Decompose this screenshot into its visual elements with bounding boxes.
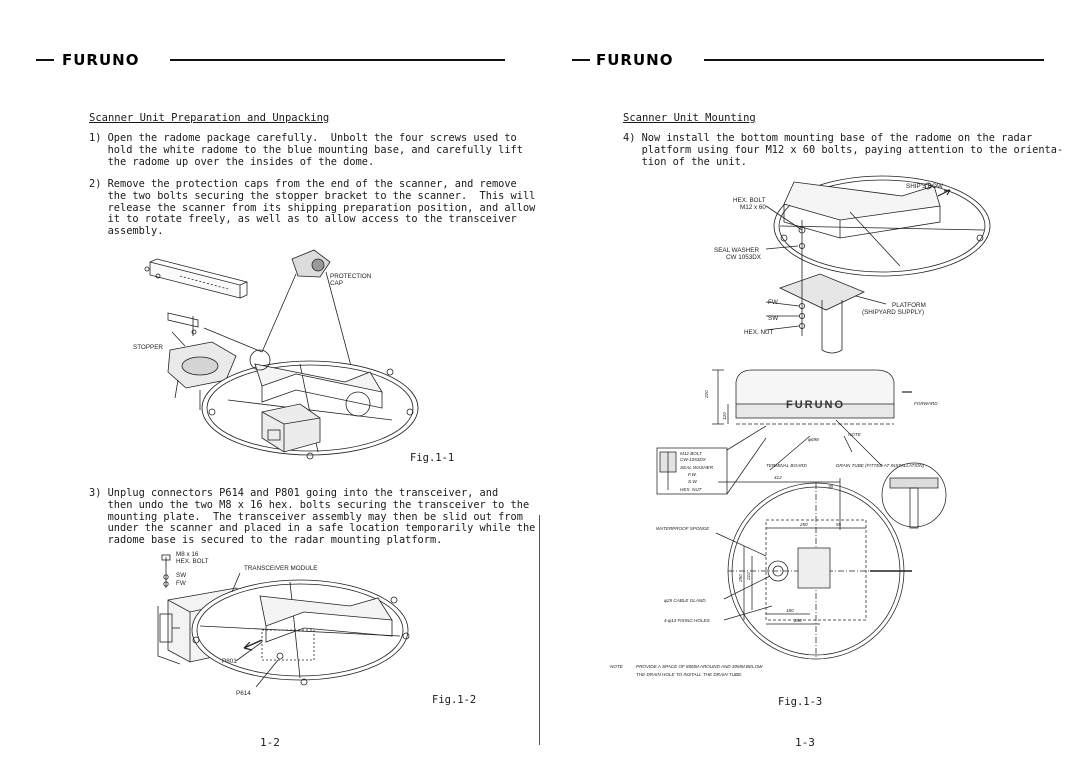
label-terminal-board: TERMINAL BOARD bbox=[766, 463, 807, 468]
furuno-logo-right: FURUNO bbox=[596, 51, 674, 69]
label-cable-gland: φ25 CABLE GLAND bbox=[664, 598, 706, 603]
label-hex-bolt-top: HEX. BOLT bbox=[733, 197, 766, 204]
label-dim-120: 120 bbox=[722, 412, 727, 420]
label-fw: FW bbox=[176, 580, 186, 587]
left-header: FURUNO bbox=[0, 51, 540, 69]
label-sw: SW bbox=[176, 572, 186, 579]
fig-1-2-illustration: M8 x 16 HEX. BOLT SW FW TRANSCEIVER MODU… bbox=[157, 551, 410, 697]
label-note-tag: NOTE bbox=[848, 432, 862, 437]
fig-1-3-dimension-drawing: FURUNO FORWARD NOTE 220 120 φ698 M12 BOL… bbox=[610, 369, 947, 677]
label-dim-250v: 250 bbox=[738, 574, 743, 583]
label-fw-top: FW bbox=[768, 299, 778, 306]
note-line-1: PROVIDE A SPACE OF 80MM AROUND AND 30MM … bbox=[636, 664, 763, 669]
fig-1-3-caption: Fig.1-3 bbox=[778, 696, 823, 708]
right-page-number: 1-3 bbox=[795, 736, 815, 749]
right-header: FURUNO bbox=[540, 51, 1080, 69]
label-dim-280: 280 bbox=[793, 618, 802, 623]
label-hex-nut: HEX. NUT bbox=[744, 329, 774, 336]
left-page-number: 1-2 bbox=[260, 736, 280, 749]
label-dim-30: 30 bbox=[828, 484, 834, 489]
label-fixing-holes: 4-φ13 FIXING HOLES bbox=[664, 618, 711, 623]
label-forward: FORWARD bbox=[914, 401, 938, 406]
step-4: 4) Now install the bottom mounting base … bbox=[623, 132, 1064, 168]
step-1: 1) Open the radome package carefully. Un… bbox=[89, 132, 523, 168]
fig-1-1-caption: Fig.1-1 bbox=[410, 452, 455, 464]
label-box-seal: SEAL WASHER bbox=[680, 465, 714, 470]
label-box-sw: S.W. bbox=[688, 479, 698, 484]
label-stopper: STOPPER bbox=[133, 344, 163, 351]
label-dim-698: φ698 bbox=[808, 437, 819, 442]
label-sw-top: SW bbox=[768, 315, 778, 322]
label-drain-tube: DRAIN TUBE (FITTED AT INSTALLATION) bbox=[836, 463, 925, 468]
step-2: 2) Remove the protection caps from the e… bbox=[89, 178, 536, 238]
label-p614: P614 bbox=[236, 690, 251, 697]
label-platform: PLATFORM bbox=[892, 302, 926, 309]
label-waterproof-sponge: WATERPROOF SPONGE bbox=[656, 526, 710, 531]
label-box-cw: CW-1053DX bbox=[680, 457, 707, 462]
furuno-logo: FURUNO bbox=[62, 51, 140, 69]
fig-1-2-caption: Fig.1-2 bbox=[432, 694, 477, 706]
label-box-fw: F.W. bbox=[688, 472, 697, 477]
label-box-bolt: M12 BOLT bbox=[680, 451, 703, 456]
label-hex-bolt: HEX. BOLT bbox=[176, 558, 209, 565]
label-protection-cap-2: CAP bbox=[330, 280, 343, 287]
step-3: 3) Unplug connectors P614 and P801 going… bbox=[89, 487, 536, 547]
label-shipyard-supply: (SHIPYARD SUPPLY) bbox=[862, 309, 924, 316]
label-protection-cap: PROTECTION bbox=[330, 273, 372, 280]
label-box-nut: HEX. NUT bbox=[680, 487, 703, 492]
label-dim-210: 210 bbox=[746, 572, 751, 581]
note-line-2: THE DRAIN HOLE TO INSTALL THE DRAIN TUBE… bbox=[636, 672, 742, 677]
label-dim-220: 220 bbox=[704, 390, 709, 399]
right-page: FURUNO Scanner Unit Mounting 4) Now inst… bbox=[540, 0, 1080, 763]
label-dim-250: 250 bbox=[799, 522, 808, 527]
radome-logo: FURUNO bbox=[786, 399, 845, 411]
label-dim-55: 55 bbox=[836, 522, 842, 527]
label-cw1053dx: CW 1053DX bbox=[726, 254, 762, 261]
label-dim-412: 412 bbox=[774, 475, 782, 480]
fig-1-3-mounting-illustration: SHIP'S BOW HEX. BOLT M12 x 60 SEAL WASHE… bbox=[714, 175, 991, 354]
fig-1-1-illustration: PROTECTION CAP STOPPER bbox=[133, 249, 419, 460]
note-label: NOTE bbox=[610, 664, 624, 669]
label-seal-washer: SEAL WASHER bbox=[714, 247, 759, 254]
label-m12x60: M12 x 60 bbox=[740, 204, 766, 211]
label-p801: P801 bbox=[222, 658, 237, 665]
label-m8x16: M8 x 16 bbox=[176, 551, 199, 558]
right-heading: Scanner Unit Mounting bbox=[623, 112, 756, 124]
left-page: FURUNO Scanner Unit Preparation and Unpa… bbox=[0, 51, 540, 749]
label-transceiver-module: TRANSCEIVER MODULE bbox=[244, 565, 317, 572]
label-ships-bow: SHIP'S BOW bbox=[906, 183, 943, 190]
left-heading: Scanner Unit Preparation and Unpacking bbox=[89, 112, 330, 124]
spine-divider bbox=[539, 515, 540, 745]
label-dim-180: 180 bbox=[786, 608, 794, 613]
